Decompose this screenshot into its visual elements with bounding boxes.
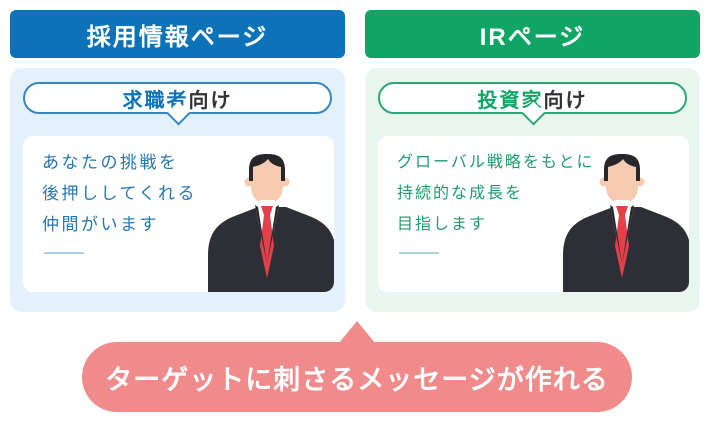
ir-message: グローバル戦略をもとに 持続的な成長を 目指します: [397, 147, 595, 254]
recruit-message: あなたの挑戦を 後押ししてくれる 仲間がいます: [42, 147, 197, 254]
message-line: あなたの挑戦を: [42, 153, 179, 172]
ir-message-box: グローバル戦略をもとに 持続的な成長を 目指します: [378, 136, 689, 292]
recruit-audience-highlight: 求職者: [122, 89, 189, 112]
panel-ir: IRページ 投資家 向け グローバル戦略をもとに 持続的な成長を 目指します: [365, 10, 700, 312]
ir-audience-suffix: 向け: [543, 89, 588, 112]
recruit-message-box: あなたの挑戦を 後押ししてくれる 仲間がいます: [23, 136, 334, 292]
message-line: 仲間がいます: [42, 215, 159, 234]
businessman-icon: [208, 154, 334, 292]
recruit-header: 採用情報ページ: [10, 10, 345, 58]
message-line: 目指します: [397, 216, 488, 233]
ir-audience-highlight: 投資家: [477, 89, 544, 112]
message-underline: [44, 252, 84, 254]
message-underline: [399, 252, 439, 254]
recruit-card: 求職者 向け あなたの挑戦を 後押ししてくれる 仲間がいます: [10, 68, 345, 312]
businessman-icon: [563, 154, 689, 292]
conclusion-banner: ターゲットに刺さるメッセージが作れる: [82, 321, 632, 412]
message-line: 持続的な成長を: [397, 185, 524, 202]
message-line: 後押ししてくれる: [42, 184, 197, 203]
recruit-audience-suffix: 向け: [188, 89, 233, 112]
conclusion-banner-label: ターゲットに刺さるメッセージが作れる: [105, 364, 609, 395]
ir-header: IRページ: [365, 10, 700, 58]
ir-card: 投資家 向け グローバル戦略をもとに 持続的な成長を 目指します: [365, 68, 700, 312]
message-line: グローバル戦略をもとに: [397, 154, 595, 171]
panel-recruit: 採用情報ページ 求職者 向け あなたの挑戦を 後押ししてくれる 仲間がいます: [10, 10, 345, 312]
